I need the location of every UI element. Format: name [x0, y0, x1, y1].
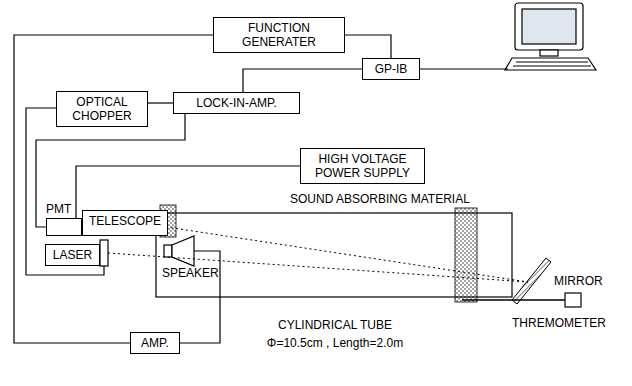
box-text: PMT: [46, 202, 71, 216]
part-label: SPEAKER: [162, 266, 219, 280]
part-label: THREMOMETER: [512, 316, 606, 330]
caption-text: CYLINDRICAL TUBE: [278, 318, 392, 332]
chopper-wheel: [100, 240, 108, 266]
signal-cable: [148, 102, 173, 103]
detector-box: PMT: [46, 218, 82, 236]
telescope-box: TELESCOPE: [82, 210, 168, 236]
mirror-symbol: [512, 258, 551, 304]
signal-cable: [243, 69, 362, 92]
instrument-box: HIGH VOLTAGE POWER SUPPLY: [300, 148, 425, 184]
part-label: SOUND ABSORBING MATERIAL: [290, 192, 470, 206]
box-text: OPTICAL CHOPPER: [66, 95, 138, 123]
instrument-box: LOCK-IN-AMP.: [173, 92, 300, 114]
speaker-cable: [180, 251, 220, 343]
instrument-box: FUNCTION GENERATER: [213, 17, 345, 53]
thermometer-symbol: [462, 293, 581, 307]
box-text: FUNCTION GENERATER: [237, 21, 321, 49]
absorber-right: [455, 208, 477, 302]
amplifier-box: AMP.: [130, 332, 180, 354]
laser-box: LASER: [45, 244, 100, 266]
laser-beam: [108, 226, 528, 282]
box-text: HIGH VOLTAGE POWER SUPPLY: [313, 152, 413, 180]
signal-cable: [345, 35, 391, 58]
chopper-cable: [26, 108, 104, 275]
box-text: TELESCOPE: [89, 214, 161, 228]
interface-box: GP-IB: [362, 58, 420, 80]
dimension-text: Φ=10.5cm , Length=2.0m: [267, 336, 403, 350]
gpib-cable: [420, 68, 508, 69]
computer-icon: [505, 3, 596, 70]
speaker-symbol: [164, 236, 194, 266]
part-label: MIRROR: [554, 274, 603, 288]
signal-cable: [14, 35, 213, 343]
box-text: LOCK-IN-AMP.: [196, 96, 276, 110]
box-text: GP-IB: [375, 62, 408, 76]
box-text: LASER: [53, 248, 92, 262]
box-text: AMP.: [141, 336, 169, 350]
instrument-box: OPTICAL CHOPPER: [56, 91, 148, 127]
